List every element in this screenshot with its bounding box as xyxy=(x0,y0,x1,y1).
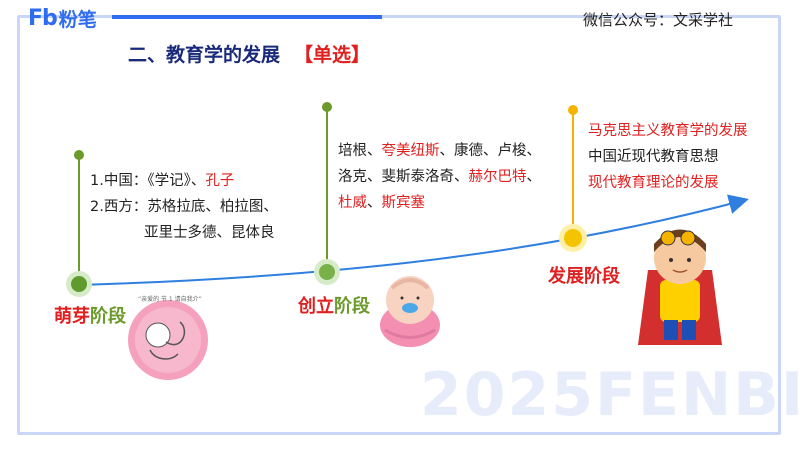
stage-3-content: 马克思主义教育学的发展 中国近现代教育思想 现代教育理论的发展 xyxy=(588,118,748,196)
timeline-curve xyxy=(79,194,749,286)
logo-text: 粉笔 xyxy=(58,8,97,31)
stage-3-line-3: 现代教育理论的发展 xyxy=(588,175,719,191)
stage-2-line-2: 洛克、斐斯泰洛奇、赫尔巴特、 xyxy=(338,169,541,185)
stage-1-content: 1.中国：《学记》、孔子 2.西方：苏格拉底、柏拉图、 亚里士多德、昆体良 xyxy=(90,168,278,246)
baby-illustration xyxy=(380,276,440,347)
stage-1-label: 萌芽阶段 xyxy=(54,306,126,327)
slide-title: 二、教育学的发展【单选】 xyxy=(128,40,370,67)
stage-3-top-dot xyxy=(568,105,578,115)
stage-2-line-3: 杜威、斯宾塞 xyxy=(338,195,425,211)
stage-2-label: 创立阶段 xyxy=(298,296,370,317)
stage-1-top-dot xyxy=(74,150,84,160)
brand-logo: Fb 粉笔 xyxy=(28,4,97,32)
slide-frame xyxy=(17,15,781,435)
embryo-caption: “亲爱的 节 1 请自我介” xyxy=(138,296,202,303)
stage-2-content: 培根、夸美纽斯、康德、卢梭、 洛克、斐斯泰洛奇、赫尔巴特、 杜威、斯宾塞 xyxy=(338,138,541,216)
header-bar xyxy=(112,15,382,19)
title-tag: 【单选】 xyxy=(294,44,371,66)
stage-1-line-1: 1.中国：《学记》、孔子 xyxy=(90,173,235,189)
stage-3-label: 发展阶段 xyxy=(548,266,620,287)
boy-illustration xyxy=(638,229,722,345)
stage-2-top-dot xyxy=(322,102,332,112)
stage-1-line-2: 2.西方：苏格拉底、柏拉图、 xyxy=(90,199,278,215)
logo-mark: Fb xyxy=(28,5,58,31)
title-main: 二、教育学的发展 xyxy=(128,44,281,66)
background-watermark: 2025FENBI xyxy=(420,360,800,430)
stage-2-line-1: 培根、夸美纽斯、康德、卢梭、 xyxy=(338,143,541,159)
stage-1-dot xyxy=(71,276,87,292)
stage-3-line-1: 马克思主义教育学的发展 xyxy=(588,123,748,139)
embryo-illustration xyxy=(128,300,208,380)
stage-3-dot xyxy=(564,229,582,247)
stage-2-dot xyxy=(319,264,335,280)
stage-3-line-2: 中国近现代教育思想 xyxy=(588,149,719,165)
account-label: 微信公众号：文采学社 xyxy=(583,11,734,29)
stage-1-line-3: 亚里士多德、昆体良 xyxy=(144,225,275,241)
